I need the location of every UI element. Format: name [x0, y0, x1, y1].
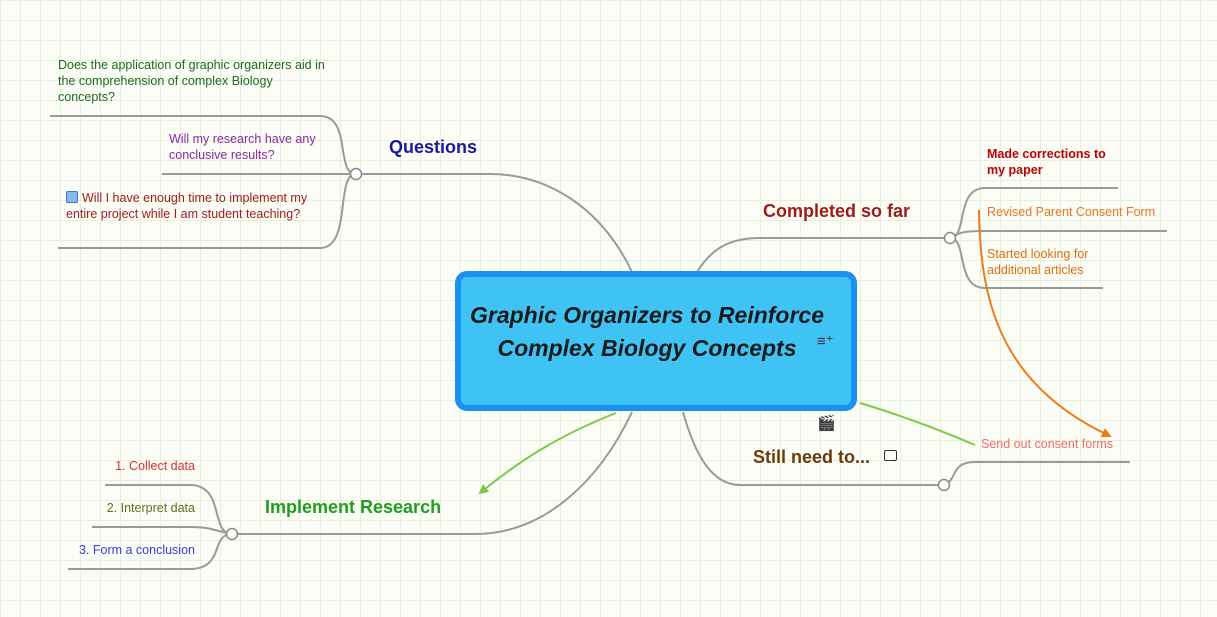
image-icon[interactable] — [884, 450, 897, 461]
branch-still-need[interactable]: Still need to... — [753, 447, 871, 467]
question-item-3-wrapper[interactable]: Will I have enough time to implement my … — [66, 190, 328, 222]
connector-completed-2 — [949, 230, 1167, 239]
implement-item-1[interactable]: 1. Collect data — [115, 459, 195, 473]
connector-questions — [356, 173, 633, 273]
implement-item-3[interactable]: 3. Form a conclusion — [78, 543, 195, 557]
still-need-item-1[interactable]: Send out consent forms — [981, 437, 1114, 451]
branch-questions[interactable]: Questions — [389, 137, 478, 157]
notes-icon[interactable]: ≡⁺ — [817, 333, 834, 350]
questions-node-handle — [349, 167, 363, 181]
branch-completed[interactable]: Completed so far — [763, 201, 911, 221]
implement-node-handle — [225, 527, 239, 541]
branch-implement[interactable]: Implement Research — [265, 497, 442, 517]
clapper-icon[interactable]: 🎬 — [817, 415, 836, 432]
connector-completed — [696, 237, 950, 273]
connector-question-3 — [58, 173, 357, 249]
central-topic[interactable]: Graphic Organizers to Reinforce Complex … — [455, 271, 857, 411]
still-need-node-handle — [937, 478, 951, 492]
completed-item-1[interactable]: Made corrections to my paper — [987, 147, 1106, 177]
central-topic-title: Graphic Organizers to Reinforce Complex … — [469, 302, 825, 361]
checkbox-icon[interactable] — [66, 191, 78, 203]
connector-question-1 — [50, 115, 357, 175]
completed-item-2[interactable]: Revised Parent Consent Form — [987, 205, 1156, 219]
connector-implement-3 — [68, 533, 233, 570]
connector-implement — [232, 411, 633, 535]
green-link-to-consent — [859, 402, 976, 446]
completed-item-3[interactable]: Started looking for additional articles — [987, 247, 1089, 277]
question-item-1[interactable]: Does the application of graphic organize… — [58, 58, 325, 104]
green-arrow-to-implement — [478, 412, 617, 495]
connector-still-need — [682, 411, 944, 486]
completed-node-handle — [943, 231, 957, 245]
question-item-3: Will I have enough time to implement my … — [66, 191, 308, 221]
implement-item-2[interactable]: 2. Interpret data — [106, 501, 195, 515]
connector-implement-2 — [92, 526, 233, 535]
connector-still-need-1 — [943, 461, 1130, 486]
question-item-2[interactable]: Will my research have any conclusive res… — [169, 132, 316, 162]
orange-arrow-to-consent — [978, 209, 1112, 438]
